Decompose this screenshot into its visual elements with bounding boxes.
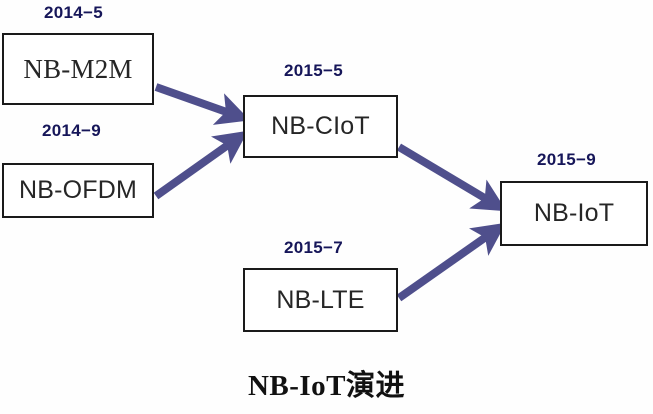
date-label-nb-ofdm: 2014−9 — [42, 121, 102, 140]
node-label-nb-ciot: NB-CIoT — [271, 112, 370, 140]
date-label-nb-iot: 2015−9 — [537, 150, 597, 169]
date-label-nb-lte: 2015−7 — [284, 238, 344, 257]
node-box-nb-lte[interactable]: NB-LTE — [243, 268, 398, 332]
edge-nb-m2m-to-nb-ciot — [154, 83, 251, 125]
node-label-nb-m2m: NB-M2M — [23, 53, 133, 84]
node-box-nb-ciot[interactable]: NB-CIoT — [243, 95, 398, 158]
node-box-nb-iot[interactable]: NB-IoT — [500, 181, 648, 246]
node-label-nb-iot: NB-IoT — [533, 199, 615, 227]
edge-nb-lte-to-nb-iot — [396, 222, 507, 302]
node-box-nb-ofdm[interactable]: NB-OFDM — [2, 163, 154, 218]
date-label-nb-m2m: 2014−5 — [44, 3, 104, 22]
date-label-nb-ciot: 2015−5 — [284, 61, 344, 80]
node-label-nb-lte: NB-LTE — [276, 285, 365, 314]
diagram-caption: NB-IoT演进 — [247, 370, 406, 402]
edge-nb-ofdm-to-nb-ciot — [153, 130, 249, 200]
node-label-nb-ofdm: NB-OFDM — [18, 176, 138, 204]
edge-nb-ciot-to-nb-iot — [396, 143, 507, 212]
node-box-nb-m2m[interactable]: NB-M2M — [2, 33, 154, 105]
